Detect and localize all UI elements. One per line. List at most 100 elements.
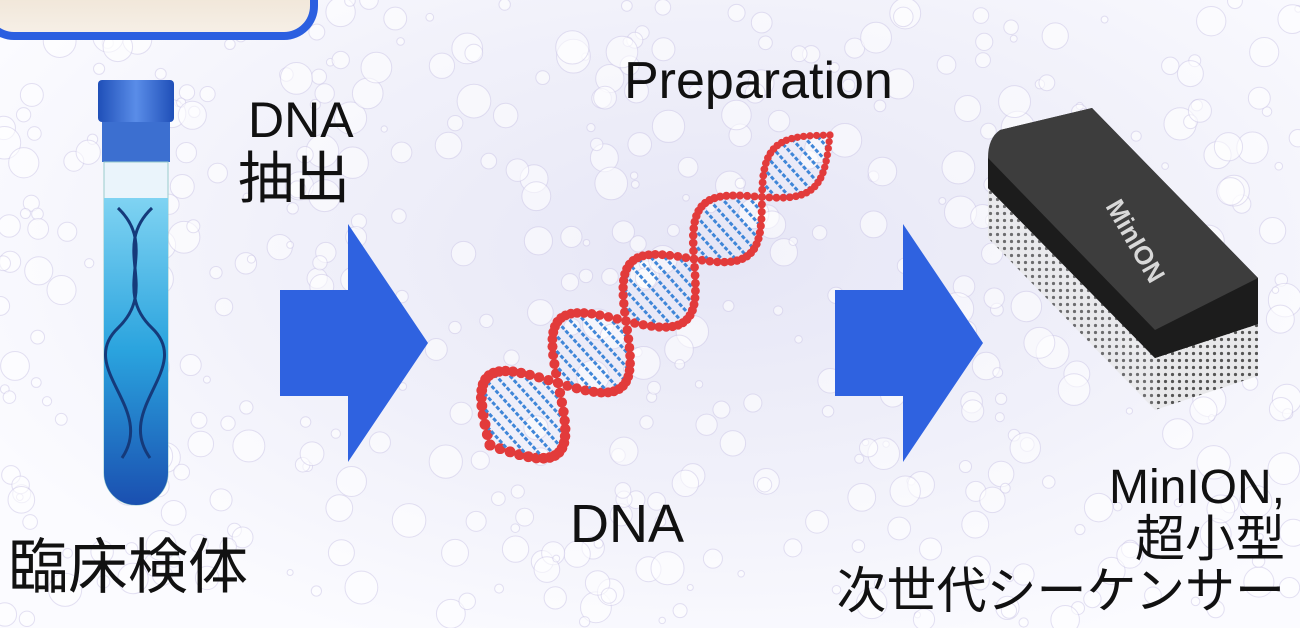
- helix-rung: [772, 147, 812, 191]
- helix-backbone-bead: [772, 193, 781, 202]
- helix-backbone-bead: [689, 246, 698, 256]
- helix-backbone-bead: [690, 262, 699, 272]
- helix-backbone-bead: [760, 165, 769, 174]
- helix-backbone-bead: [765, 193, 774, 202]
- helix-backbone-bead: [550, 368, 562, 379]
- helix-backbone-bead: [691, 278, 700, 288]
- helix-backbone-bead: [665, 250, 675, 260]
- helix-backbone-bead: [624, 342, 635, 353]
- helix-backbone-bead: [759, 171, 768, 180]
- helix-backbone-bead: [825, 138, 833, 146]
- helix-rung: [484, 378, 557, 457]
- helix-backbone-bead: [552, 377, 564, 389]
- helix-backbone-bead: [785, 193, 794, 202]
- helix-rung: [719, 195, 760, 240]
- helix-backbone-bead: [824, 144, 832, 152]
- helix-backbone-bead: [623, 334, 634, 344]
- helix-rung: [623, 273, 674, 328]
- helix-rung: [780, 141, 820, 184]
- helix-backbone-bead: [689, 254, 699, 264]
- helix-backbone-bead: [644, 250, 654, 260]
- helix-backbone-bead: [689, 224, 698, 233]
- helix-rung: [480, 389, 545, 460]
- helix-backbone-bead: [638, 320, 648, 330]
- helix-backbone-bead: [728, 191, 738, 200]
- helix-backbone-bead: [690, 293, 700, 303]
- helix-rung: [790, 137, 825, 174]
- helix-rung: [766, 156, 803, 196]
- helix-backbone-bead: [507, 366, 519, 377]
- helix-rung: [700, 205, 748, 258]
- helix-backbone-bead: [697, 255, 707, 265]
- helix-backbone-bead: [673, 252, 683, 261]
- helix-backbone-bead: [799, 132, 808, 141]
- helix-rung: [622, 302, 645, 326]
- helix-backbone-bead: [484, 439, 496, 451]
- helix-rung: [695, 215, 739, 262]
- helix-backbone-bead: [819, 169, 827, 177]
- helix-backbone-bead: [735, 191, 744, 200]
- helix-rung: [692, 227, 726, 264]
- helix-backbone-bead: [826, 131, 834, 139]
- helix-backbone-bead: [624, 365, 635, 376]
- helix-backbone-bead: [479, 418, 491, 430]
- helix-backbone-bead: [481, 429, 493, 441]
- extraction-label: 抽出: [238, 147, 350, 212]
- helix-backbone-bead: [559, 415, 570, 426]
- helix-backbone-bead: [595, 310, 605, 320]
- helix-backbone-bead: [688, 238, 698, 248]
- helix-backbone-bead: [823, 151, 831, 159]
- helix-backbone-bead: [620, 307, 630, 317]
- helix-rung: [553, 362, 578, 390]
- helix-backbone-bead: [722, 191, 731, 200]
- helix-backbone-bead: [681, 253, 691, 263]
- helix-backbone-bead: [757, 200, 766, 209]
- helix-backbone-bead: [654, 322, 664, 332]
- helix-backbone-bead: [572, 308, 582, 318]
- helix-backbone-bead: [690, 270, 700, 280]
- helix-rung: [802, 135, 828, 163]
- helix-backbone-bead: [650, 249, 660, 259]
- helix-backbone-bead: [806, 132, 814, 140]
- specimen-label: 臨床検体: [8, 533, 248, 603]
- arrow-right-icon: [835, 224, 983, 462]
- helix-backbone-bead: [621, 316, 631, 326]
- helix-backbone-bead: [560, 423, 571, 435]
- helix-backbone-bead: [524, 369, 536, 381]
- helix-backbone-bead: [716, 192, 725, 201]
- helix-backbone-bead: [754, 234, 763, 243]
- helix-backbone-bead: [758, 193, 766, 201]
- preparation-label: Preparation: [624, 52, 893, 110]
- helix-backbone-bead: [549, 358, 560, 369]
- helix-backbone-bead: [750, 192, 759, 201]
- helix-backbone-bead: [580, 385, 591, 396]
- helix-backbone-bead: [556, 397, 568, 408]
- test-tube-icon: [98, 80, 174, 506]
- helix-backbone-bead: [788, 134, 796, 143]
- helix-backbone-bead: [515, 367, 527, 379]
- helix-rung: [492, 371, 564, 450]
- helix-backbone-bead: [758, 178, 767, 187]
- helix-backbone-bead: [756, 222, 765, 231]
- helix-backbone-bead: [619, 298, 629, 309]
- helix-rung: [628, 263, 685, 324]
- helix-backbone-bead: [821, 163, 829, 171]
- helix-backbone-bead: [646, 321, 657, 331]
- helix-backbone-bead: [757, 215, 766, 224]
- helix-backbone-bead: [819, 131, 827, 139]
- helix-backbone-bead: [612, 314, 622, 324]
- helix-backbone-bead: [476, 400, 488, 412]
- helix-rung: [708, 199, 756, 250]
- helix-backbone-bead: [713, 257, 722, 267]
- helix-backbone-bead: [743, 191, 752, 200]
- helix-backbone-bead: [548, 349, 559, 361]
- helix-backbone-bead: [533, 372, 545, 383]
- helix-rung: [519, 371, 566, 422]
- device-size-label: 超小型: [1135, 510, 1285, 568]
- helix-backbone-bead: [588, 386, 599, 397]
- helix-rung: [483, 423, 512, 453]
- helix-backbone-bead: [622, 325, 633, 335]
- helix-backbone-bead: [562, 380, 573, 391]
- helix-rung: [622, 286, 661, 328]
- helix-backbone-bead: [688, 231, 698, 240]
